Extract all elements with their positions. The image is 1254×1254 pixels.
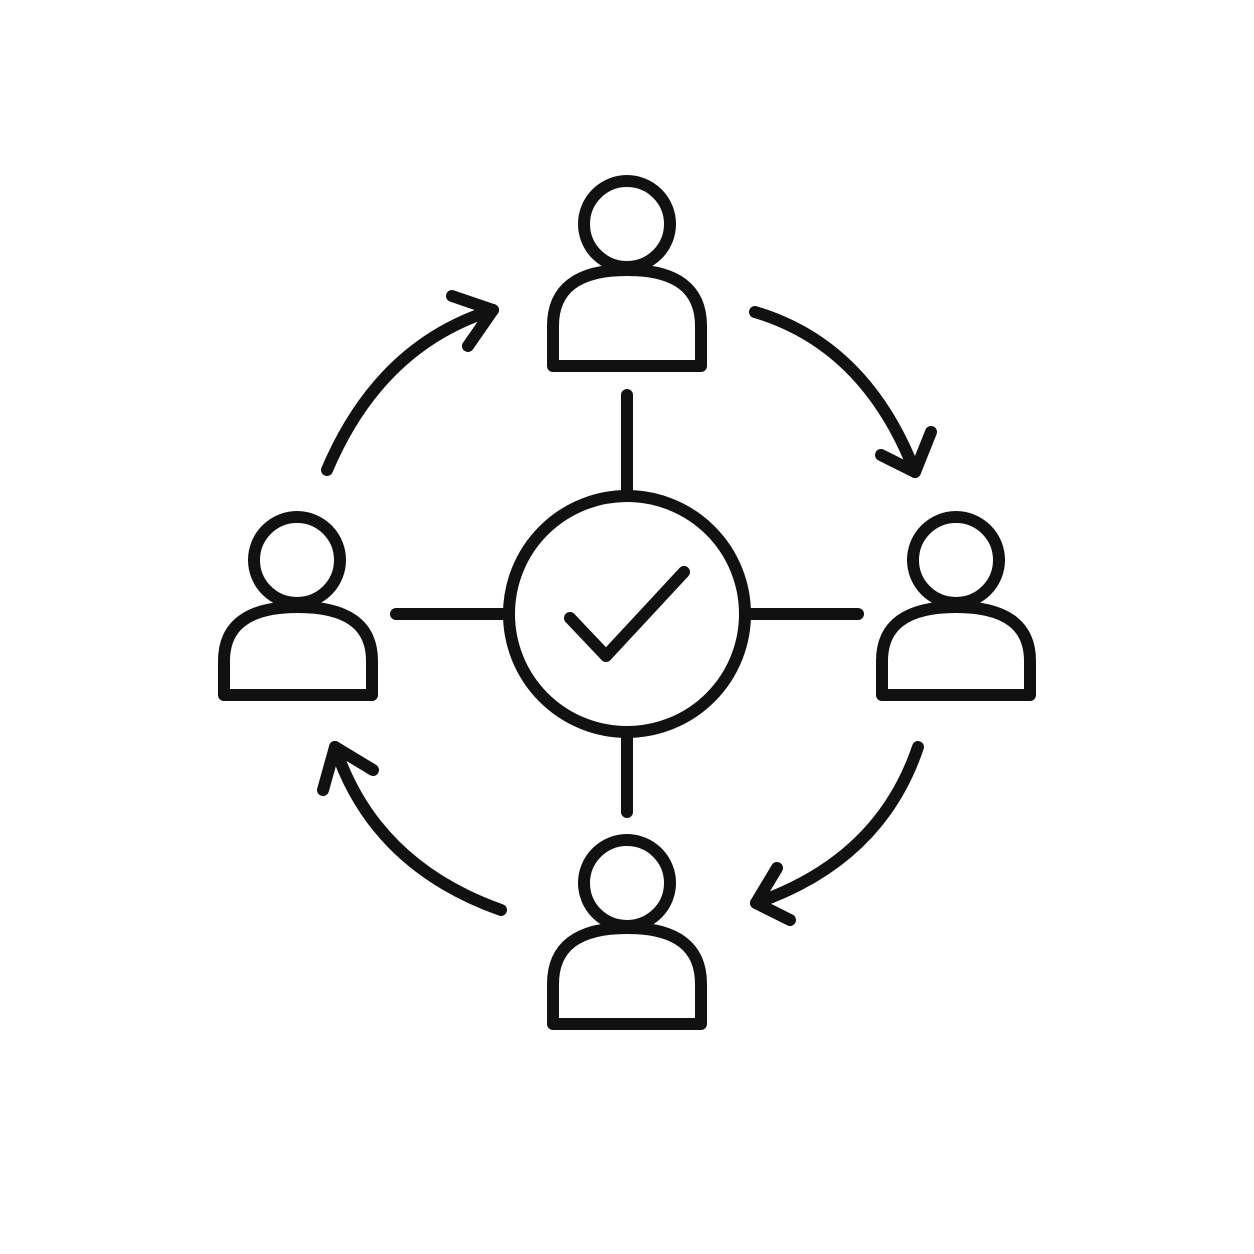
- person-body: [218, 601, 378, 701]
- curved-arrow-bottom-right: [750, 741, 924, 926]
- spokes: [390, 389, 864, 818]
- checkmark: [564, 566, 690, 662]
- arrowhead: [875, 426, 937, 478]
- arrowhead: [446, 290, 499, 352]
- arrow-arc: [329, 741, 507, 916]
- person-icon-left: [218, 511, 378, 701]
- person-body: [876, 601, 1036, 701]
- person-icon-top: [547, 175, 707, 372]
- curved-arrow-top-left: [321, 290, 499, 476]
- person-body: [547, 922, 707, 1030]
- person-icon-right: [876, 511, 1036, 701]
- curved-arrow-bottom-left: [317, 741, 507, 916]
- center-circle: [503, 490, 751, 738]
- arrow-arc: [750, 741, 924, 909]
- arrow-arc: [321, 304, 499, 476]
- person-icon-bottom: [547, 834, 707, 1030]
- arrowhead: [317, 741, 379, 796]
- curved-arrow-top-right: [749, 306, 937, 478]
- arrow-arc: [749, 306, 921, 478]
- check-circle-icon: [503, 490, 751, 738]
- arrowhead: [750, 862, 796, 926]
- person-body: [547, 264, 707, 372]
